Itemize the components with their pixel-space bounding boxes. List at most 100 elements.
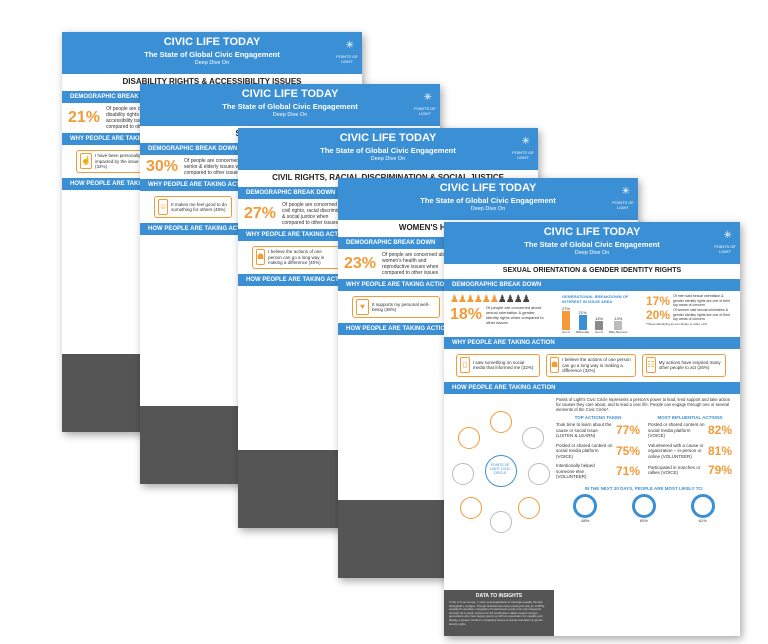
women-text: Of women said sexual orientation & gende… (673, 308, 731, 322)
points-of-light-logo-icon: ✳ (723, 230, 732, 241)
report-title: The State of Global Civic Engagement (144, 50, 280, 59)
next-30-ring (573, 493, 598, 518)
concern-percent: 30% (146, 158, 179, 175)
report-subtitle: Deep Dive On (272, 112, 308, 118)
gen-bar-column: 21% Millennials (576, 304, 589, 334)
points-of-light-logo-icon: ✳ (521, 136, 530, 147)
gen-bar (614, 320, 623, 330)
influential-action-row: Posted or shared content on social media… (648, 420, 732, 441)
why-text: My actions have inspired many other peop… (658, 359, 721, 371)
report-subtitle: Deep Dive On (370, 156, 406, 162)
civic-circle-label: POINTS OF LIGHT CIVIC CIRCLE (489, 462, 511, 475)
action-label: Volunteered with a cause or organization… (648, 442, 704, 459)
people-icons: ♟♟♟♟♟♟♟♟♟♟ (450, 294, 531, 305)
why-text: I believe the actions of one person can … (562, 357, 631, 373)
why-action-card: ☺ It makes me feel good to do something … (154, 196, 232, 218)
insights-box: DATA TO INSIGHTS In the U.S. as we say, … (444, 590, 554, 636)
report-subtitle: Deep Dive On (574, 250, 610, 256)
concern-text: Of people are concerned about civil righ… (282, 202, 351, 226)
report-subtitle: Deep Dive On (194, 60, 230, 66)
gen-bar-label: Gen X (595, 330, 604, 334)
infographic-sheet-sogi: CIVIC LIFE TODAY The State of Global Civ… (444, 222, 740, 636)
report-title: The State of Global Civic Engagement (320, 146, 456, 155)
gen-bar-label: Gen Z (562, 330, 570, 334)
next-30-ring (690, 493, 715, 518)
why-text: I have been personally impacted by the i… (94, 153, 141, 169)
top-action-row: Took time to learn about the cause or so… (556, 420, 640, 441)
person-icon: ☗ (256, 249, 266, 266)
women-percent: 20% (646, 308, 671, 322)
gen-bar (578, 315, 587, 330)
logo-text: POINTS OF LIGHT (414, 106, 436, 116)
action-percent: 82% (707, 423, 732, 438)
why-action-card: ☷ My actions have inspired many other pe… (642, 354, 726, 377)
next-30-value: 68% (581, 517, 590, 523)
logo-text: POINTS OF LIGHT (612, 200, 634, 210)
report-title: The State of Global Civic Engagement (524, 240, 660, 249)
brand-title: CIVIC LIFE TODAY (339, 132, 437, 144)
civic-circle-center (485, 454, 517, 487)
civic-element-icon (518, 496, 540, 519)
how-band: HOW PEOPLE ARE TAKING ACTION (444, 381, 740, 394)
gen-bar-column: 27% Gen Z (562, 304, 570, 334)
gen-bar-value: 27% (562, 306, 571, 312)
influential-action-row: Participated in marches or rallies (VOIC… (648, 461, 732, 479)
concern-percent: 27% (244, 205, 277, 222)
civic-element-icon (522, 426, 544, 449)
action-label: Took time to learn about the cause or so… (556, 422, 612, 439)
why-text: It supports my personal well-being (38%) (371, 301, 430, 313)
sheet-header: CIVIC LIFE TODAY The State of Global Civ… (338, 178, 638, 220)
men-text: Of men said sexual orientation & gender … (673, 294, 731, 308)
men-percent: 17% (646, 294, 671, 308)
why-action-card: ▯ I saw something on social media that i… (456, 354, 540, 377)
generational-title: GENERATIONAL BREAKDOWN OF INTEREST IN IS… (562, 294, 629, 304)
action-label: Posted or shared content on social media… (556, 442, 613, 459)
logo-text: POINTS OF LIGHT (336, 54, 358, 64)
civic-element-icon (490, 510, 512, 533)
why-text: It makes me feel good to do something fo… (171, 201, 227, 213)
gen-bar-value: 13% (595, 315, 604, 321)
next-30-ring (631, 493, 656, 518)
report-title: The State of Global Civic Engagement (420, 196, 556, 205)
gen-bar-value: 13% (614, 315, 623, 321)
sheet-header: CIVIC LIFE TODAY The State of Global Civ… (238, 128, 538, 170)
personal-impact-icon: ☝ (80, 153, 92, 170)
demographic-band: DEMOGRAPHIC BREAK DOWN (444, 279, 740, 291)
why-text: I believe the actions of one person can … (268, 249, 325, 265)
side-note: *Those identifying as non-binary or othe… (646, 322, 707, 326)
civic-element-icon (460, 496, 482, 519)
points-of-light-logo-icon: ✳ (423, 92, 432, 103)
gen-bar (562, 311, 570, 330)
action-percent: 79% (707, 463, 732, 478)
brand-title: CIVIC LIFE TODAY (241, 88, 339, 100)
topic-title: DISABILITY RIGHTS & ACCESSIBILITY ISSUES (122, 77, 302, 86)
sheet-header: CIVIC LIFE TODAY The State of Global Civ… (62, 32, 362, 74)
action-label: Posted or shared content on social media… (648, 422, 705, 439)
next-30-value: 65% (639, 517, 648, 523)
action-label: Participated in marches or rallies (VOIC… (648, 464, 701, 476)
gen-bar-label: Baby Boomers (609, 330, 628, 334)
why-band: WHY PEOPLE ARE TAKING ACTION (444, 337, 740, 349)
civic-element-icon (458, 426, 480, 449)
sheet-header: CIVIC LIFE TODAY The State of Global Civ… (140, 84, 440, 126)
influential-action-row: Volunteered with a cause or organization… (648, 441, 732, 462)
concern-text: Of people are concerned about women's he… (382, 252, 451, 276)
topic-title: CIVIL RIGHTS, RACIAL DISCRIMINATION & SO… (272, 173, 504, 182)
gen-bar (595, 320, 604, 330)
insights-heading: DATA TO INSIGHTS (475, 593, 523, 599)
concern-text: Of people are concerned about sexual ori… (486, 305, 544, 325)
concern-percent: 23% (344, 255, 377, 272)
gen-bar-value: 21% (578, 310, 587, 316)
influential-actions-title: MOST INFLUENTIAL ACTIONS (657, 415, 723, 421)
gen-bar-label: Millennials (576, 330, 590, 334)
action-percent: 71% (615, 464, 640, 479)
person-icon: ☗ (550, 357, 560, 374)
report-subtitle: Deep Dive On (470, 206, 506, 212)
top-action-row: Posted or shared content on social media… (556, 441, 640, 462)
action-percent: 81% (707, 443, 732, 458)
generational-bar-chart: 27% Gen Z 21% Millennials 13% Gen X 13% Baby Bo… (562, 304, 642, 334)
civic-element-icon (528, 462, 550, 485)
topic-title: SEXUAL ORIENTATION & GENDER IDENTITY RIG… (502, 267, 682, 274)
action-percent: 75% (615, 443, 640, 458)
insights-text: In the U.S. as we say, 7 years post-lega… (449, 600, 545, 626)
